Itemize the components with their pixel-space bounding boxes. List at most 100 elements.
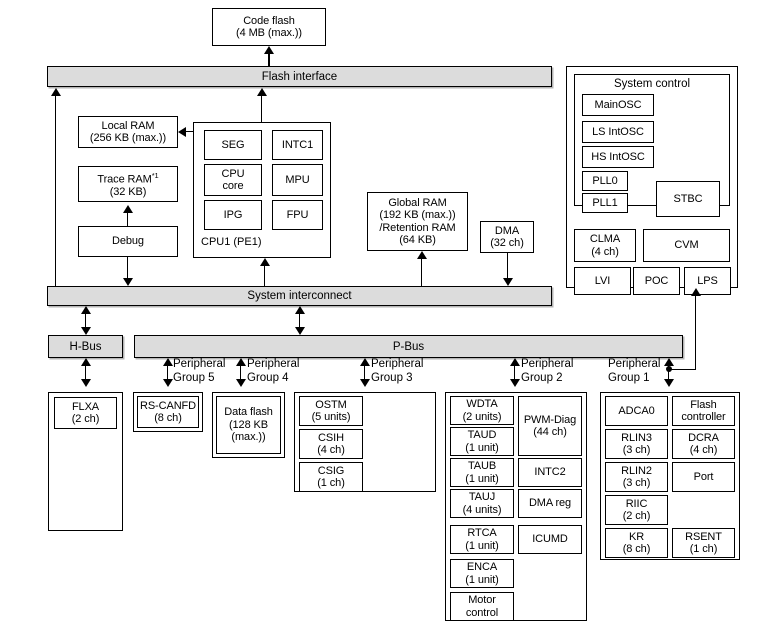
arrowhead-systemcontrol-up: [691, 288, 701, 296]
block-stbc-label: STBC: [673, 192, 703, 205]
block-data-flash-line2: (128 KB: [228, 418, 269, 431]
block-global-ram-line3: /Retention RAM: [379, 221, 456, 234]
block-icumd: ICUMD: [518, 525, 582, 554]
arrowhead-group2-up: [510, 358, 520, 366]
block-dma-line2: (32 ch): [490, 237, 524, 249]
block-rtca: RTCA (1 unit): [450, 525, 514, 554]
block-rs-canfd: RS-CANFD (8 ch): [137, 396, 199, 428]
line-debug-to-interconnect: [127, 257, 129, 279]
block-dma-line1: DMA: [494, 224, 520, 237]
block-flash-controller: Flash controller: [672, 396, 735, 426]
label-peripheral-group-4-line1: Peripheral: [247, 358, 300, 370]
block-csih-line1: CSIH: [318, 431, 344, 444]
block-rlin3-line1: RLIN3: [621, 431, 652, 444]
block-pwm-diag-line1: PWM-Diag: [523, 413, 577, 426]
bus-p-bus-label: P-Bus: [392, 340, 425, 353]
label-peripheral-group-3-line1: Peripheral: [371, 358, 424, 370]
block-intc2-label: INTC2: [534, 466, 566, 479]
block-ostm: OSTM (5 units): [299, 396, 363, 426]
block-stbc: STBC: [656, 181, 720, 217]
block-rsent-line1: RSENT: [685, 530, 722, 543]
block-global-ram-line2: (192 KB (max.)): [379, 209, 456, 221]
block-taud-line2: (1 unit): [465, 441, 499, 454]
block-flxa: FLXA (2 ch): [54, 397, 117, 429]
block-adca0: ADCA0: [605, 396, 668, 426]
block-tauj-line1: TAUJ: [468, 491, 496, 503]
block-debug-label: Debug: [112, 235, 144, 248]
block-cpu-ipg: IPG: [204, 200, 262, 230]
block-pll1-label: PLL1: [592, 196, 618, 209]
arrowhead-codeflash-up: [264, 46, 274, 54]
block-data-flash-line3: (max.)): [231, 431, 266, 444]
block-csih-line2: (4 ch): [317, 444, 345, 456]
block-ls-intosc: LS IntOSC: [582, 121, 654, 143]
arrowhead-group3-up: [360, 358, 370, 366]
line-pbus-group1: [668, 365, 670, 379]
block-taud: TAUD (1 unit): [450, 427, 514, 456]
block-kr-line2: (8 ch): [622, 543, 651, 555]
block-enca: ENCA (1 unit): [450, 559, 514, 588]
block-poc-label: POC: [644, 274, 669, 287]
block-riic: RIIC (2 ch): [605, 495, 668, 525]
line-interconnect-pbus: [299, 313, 301, 328]
block-global-ram-line4: (64 KB): [399, 234, 436, 246]
block-motor-control-line2: control: [465, 606, 499, 619]
block-lvi-label: LVI: [594, 274, 611, 287]
block-cpu-mpu: MPU: [272, 164, 323, 196]
label-peripheral-group-2-line1: Peripheral: [521, 358, 574, 370]
block-adca0-label: ADCA0: [618, 404, 655, 417]
arrowhead-flxa-down: [81, 379, 91, 387]
line-interconnect-to-cpu: [264, 265, 266, 287]
block-port-label: Port: [693, 470, 714, 483]
arrowhead-group3-down: [360, 379, 370, 387]
block-lps: LPS: [684, 267, 731, 295]
block-poc: POC: [633, 267, 680, 295]
line-flash-to-codeflash: [268, 53, 270, 67]
block-cvm-label: CVM: [674, 239, 699, 252]
block-rlin2: RLIN2 (3 ch): [605, 462, 668, 492]
block-local-ram-line2: (256 KB (max.)): [89, 132, 167, 144]
block-cpu-seg: SEG: [204, 130, 262, 160]
block-trace-ram-text: Trace RAM: [97, 173, 152, 186]
label-peripheral-group-1-line2: Group 1: [608, 372, 650, 384]
block-cpu-core: CPU core: [204, 164, 262, 196]
line-interconnect-to-globalram: [421, 258, 423, 286]
block-clma: CLMA (4 ch): [574, 229, 636, 262]
block-lvi: LVI: [574, 267, 631, 295]
block-cpu-core-line1: CPU: [221, 167, 245, 180]
block-cpu-intc1-label: INTC1: [281, 138, 314, 151]
line-cpu-to-flash: [261, 95, 263, 123]
arrowhead-hbus-up: [81, 306, 91, 314]
block-code-flash-line2: (4 MB (max.)): [236, 27, 302, 39]
line-interconnect-hbus: [85, 313, 87, 328]
label-peripheral-group-2-line2: Group 2: [521, 372, 563, 384]
block-tauj-line2: (4 units): [462, 503, 502, 516]
block-local-ram-line1: Local RAM: [101, 119, 155, 132]
bus-system-interconnect-label: System interconnect: [247, 290, 352, 302]
label-peripheral-group-4-line2: Group 4: [247, 372, 289, 384]
block-data-flash: Data flash (128 KB (max.)): [216, 396, 281, 454]
block-dma-reg-label: DMA reg: [528, 497, 572, 510]
arrowhead-group1-down: [664, 379, 674, 387]
block-riic-line2: (2 ch): [622, 510, 651, 522]
block-icumd-label: ICUMD: [532, 533, 568, 546]
block-rsent-line2: (1 ch): [689, 543, 718, 555]
block-kr: KR (8 ch): [605, 528, 668, 558]
block-pll0-label: PLL0: [592, 174, 618, 187]
block-flxa-line1: FLXA: [71, 400, 100, 413]
block-pwm-diag-line2: (44 ch): [533, 426, 567, 438]
block-csig: CSIG (1 ch): [299, 462, 363, 492]
bus-system-interconnect: System interconnect: [47, 286, 552, 306]
block-lps-label: LPS: [697, 274, 718, 287]
block-intc2: INTC2: [518, 458, 582, 487]
label-peripheral-group-5: Peripheral Group 5: [173, 357, 225, 385]
block-mainosc-label: MainOSC: [594, 98, 642, 111]
arrowhead-traceram-up: [123, 205, 133, 213]
bus-flash-interface: Flash interface: [47, 66, 552, 87]
label-peripheral-group-4: Peripheral Group 4: [247, 357, 299, 385]
block-motor-control: Motor control: [450, 592, 514, 621]
block-enca-line1: ENCA: [466, 561, 498, 573]
block-clma-line2: (4 ch): [591, 245, 619, 258]
block-dcra-line1: DCRA: [688, 431, 719, 444]
